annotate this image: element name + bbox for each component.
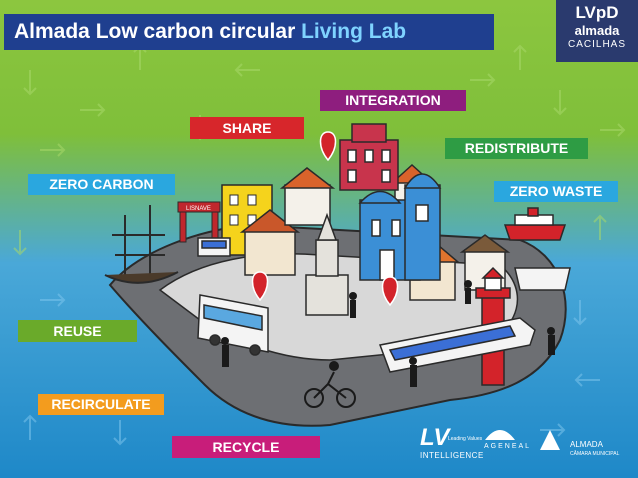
almada-logo-text: ALMADA — [570, 440, 603, 449]
lisnave-structure: LISNAVE — [177, 201, 221, 243]
almada-logo-mark — [540, 430, 560, 450]
logo-line-3: CACILHAS — [567, 39, 626, 50]
electric-bus — [197, 294, 269, 356]
pedestrians — [221, 280, 555, 387]
tag-zero-waste: ZERO WASTE — [494, 181, 618, 202]
title-main-text: Almada Low carbon circular — [14, 20, 302, 43]
monument — [305, 212, 349, 316]
lisnave-sign: LISNAVE — [186, 206, 211, 212]
tag-redistribute: REDISTRIBUTE — [445, 138, 588, 159]
tag-recirculate: RECIRCULATE — [38, 394, 164, 415]
small-tram — [197, 237, 231, 257]
tag-share: SHARE — [190, 117, 304, 139]
tag-integration: INTEGRATION — [320, 90, 466, 111]
lv-logo-caption: INTELLIGENCE — [420, 451, 484, 460]
blue-church — [358, 173, 442, 281]
lv-logo-mark: LV — [420, 424, 450, 451]
sailing-ship — [104, 205, 179, 284]
logo-line-2: almada — [574, 23, 620, 38]
ageneal-logo-mark — [485, 430, 515, 440]
tag-reuse: REUSE — [18, 320, 137, 342]
ferry-boat — [503, 207, 567, 241]
lv-logo-sub: Leading Values — [448, 436, 483, 442]
pier-boat — [514, 267, 571, 291]
almada-logo-sub: CÂMARA MUNICIPAL — [570, 451, 620, 457]
cyclist — [304, 361, 356, 408]
town-hall — [339, 123, 399, 191]
ageneal-logo-text: AGENEAL — [484, 443, 532, 450]
tag-recycle: RECYCLE — [172, 436, 320, 458]
logo-line-1: LVpD — [575, 3, 619, 22]
location-pin-icons — [251, 131, 399, 307]
title-highlight-text: Living Lab — [301, 20, 407, 43]
tag-zero-carbon: ZERO CARBON — [28, 174, 175, 195]
page-title: Almada Low carbon circular Living Lab — [4, 14, 494, 50]
light-rail-tram — [378, 317, 536, 373]
lvpd-almada-logo: LVpD almada CACILHAS — [556, 0, 638, 62]
